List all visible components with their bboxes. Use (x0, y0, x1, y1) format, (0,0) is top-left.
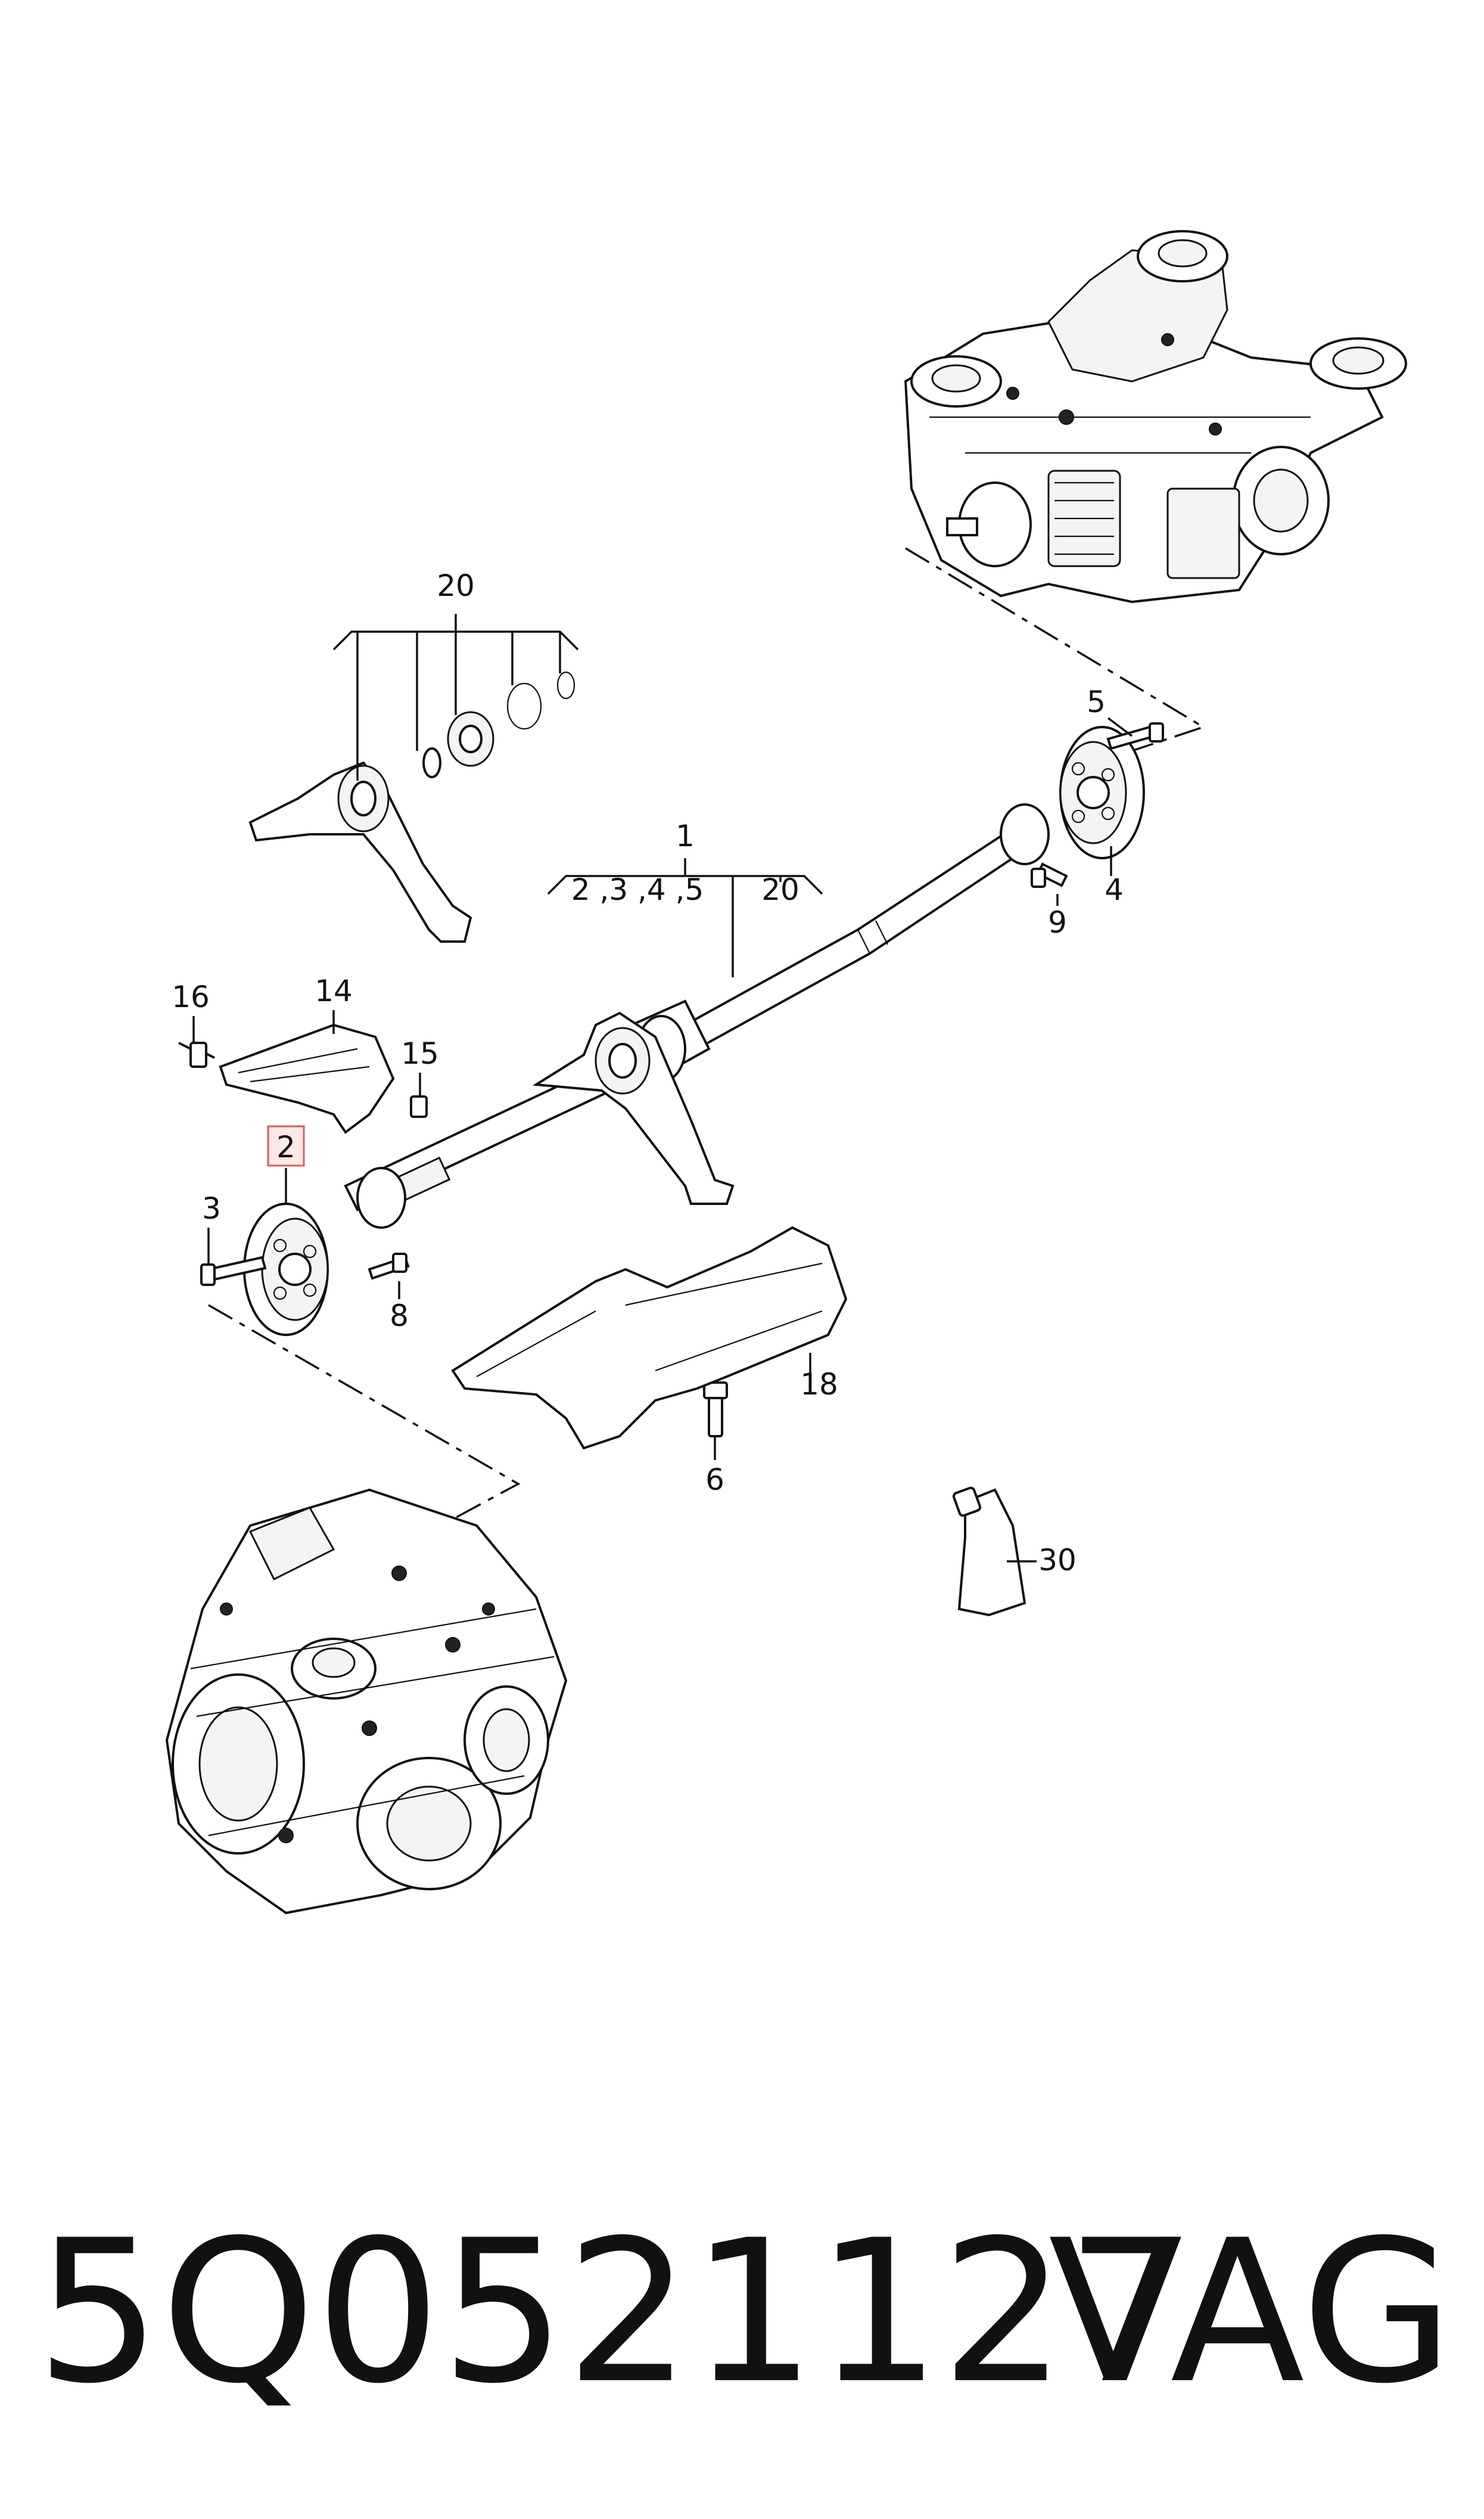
callout-4: 4 (1105, 872, 1124, 907)
flex-disc-rear (1059, 726, 1145, 859)
callout-1: 1 (676, 819, 695, 853)
centre-bearing-kit (248, 671, 575, 943)
callout-14: 14 (315, 974, 353, 1008)
footer: 5Q0521127 VAG (36, 2205, 1454, 2419)
brand-name: VAG (1048, 2198, 1454, 2427)
bolts (178, 722, 1164, 1437)
callout-8: 8 (390, 1299, 409, 1333)
centre-support (532, 1011, 735, 1205)
callout-30: 30 (1038, 1543, 1077, 1577)
rear-differential (904, 230, 1407, 604)
grease-tube (952, 1486, 1026, 1617)
transmission (165, 1488, 568, 1915)
callout-3: 3 (202, 1191, 221, 1226)
callout-9: 9 (1048, 905, 1067, 940)
callout-6: 6 (705, 1462, 724, 1497)
callout-2: 2 (276, 1130, 295, 1164)
callout-20-kit: 20 (437, 569, 475, 603)
callout-18: 18 (800, 1367, 838, 1402)
callout-1-sub: 2 ,3 ,4 ,5 (571, 872, 704, 907)
highlight-box (267, 1125, 305, 1167)
callout-1-20: 20 (761, 872, 799, 907)
part-number: 5Q0521127 (36, 2198, 1191, 2427)
heat-shield-large (451, 1226, 848, 1450)
callout-15: 15 (401, 1036, 439, 1071)
callout-labels: 20 1 2 ,3 ,4 ,5 20 5 4 9 14 16 15 2 3 8 … (172, 569, 1124, 1577)
callout-16: 16 (172, 980, 210, 1014)
heat-shield-small (219, 1023, 395, 1134)
flex-disc-front (243, 1203, 329, 1336)
leader-lines (192, 614, 1133, 1563)
callout-5: 5 (1087, 685, 1106, 719)
assembly-guide-lines (208, 547, 1206, 1527)
